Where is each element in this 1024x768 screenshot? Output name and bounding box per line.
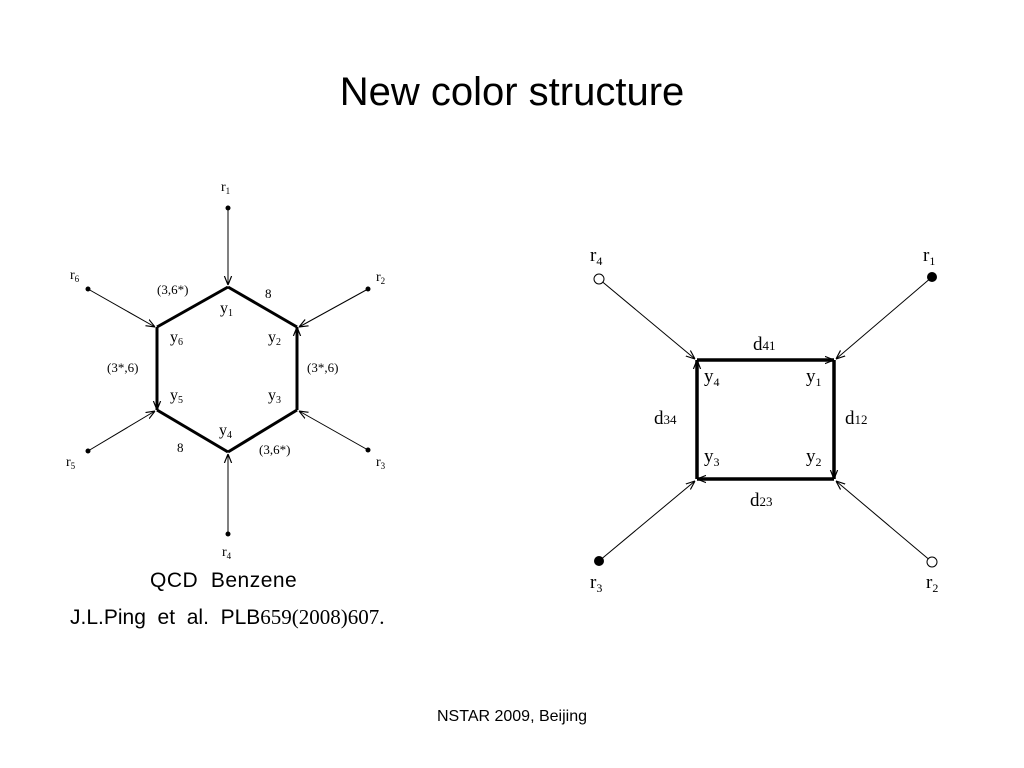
hex-label-r6: r6 <box>70 268 80 284</box>
sq-edge-label-d12: d12 <box>845 408 868 429</box>
square-diagram: r4 r1 r3 r2 y4 y1 y3 y2 d41 d12 d23 d34 <box>590 245 938 595</box>
hex-label-r5: r5 <box>66 455 76 471</box>
hex-label-r2: r2 <box>376 270 385 286</box>
hex-label-r3: r3 <box>376 455 386 471</box>
sq-node-r4 <box>593 273 605 285</box>
hex-node-r3 <box>365 447 371 453</box>
sq-vertex-y1: y1 <box>806 366 822 389</box>
sq-node-r3 <box>594 556 604 566</box>
slide-title: New color structure <box>339 70 685 114</box>
sq-line-r2 <box>836 481 933 563</box>
hex-vertex-y4: y4 <box>219 422 232 441</box>
hex-edge-y4-y5 <box>156 408 229 454</box>
hex-line-r3 <box>299 411 369 451</box>
sq-line-r3 <box>598 481 695 562</box>
hex-line-r2 <box>299 288 369 327</box>
hex-vertex-y5: y5 <box>170 387 183 406</box>
sq-edge-label-d34: d34 <box>654 408 677 429</box>
sq-edge-label-d41: d41 <box>753 334 776 355</box>
hex-node-r2 <box>365 286 371 292</box>
hex-line-r6 <box>87 288 155 327</box>
hex-vertex-y1: y1 <box>220 300 233 319</box>
hex-edge-y6-y1 <box>156 285 229 329</box>
hex-node-r1 <box>225 205 231 211</box>
hex-edge-label-y1-y2: 8 <box>265 286 272 301</box>
reference-tail: 659(2008)607. <box>260 605 385 629</box>
sq-label-r4: r4 <box>590 245 602 268</box>
sq-line-r4 <box>598 278 695 359</box>
hexagon-caption: QCD Benzene <box>150 569 298 592</box>
hex-label-r1: r1 <box>221 180 230 196</box>
hex-edge-label-y3-y4: (3,6*) <box>259 442 290 457</box>
hex-vertex-y6: y6 <box>170 329 183 348</box>
hex-edge-label-y2-y3: (3*,6) <box>307 360 338 375</box>
hex-edge-y1-y2 <box>227 285 298 329</box>
sq-vertex-y4: y4 <box>704 366 720 389</box>
hex-node-r6 <box>85 286 91 292</box>
sq-node-r1 <box>927 272 937 282</box>
hex-vertex-y3: y3 <box>268 387 281 406</box>
hex-node-r5 <box>85 448 91 454</box>
hex-line-r5 <box>87 411 155 452</box>
hex-edge-y3-y4 <box>227 408 298 454</box>
hexagon-diagram: r1 r2 r3 r4 r5 r6 y1 y2 y3 y4 y5 y6 8 (3… <box>66 180 386 561</box>
hex-edge-label-y5-y6: (3*,6) <box>107 360 138 375</box>
sq-label-r3: r3 <box>590 572 602 595</box>
hexagon-reference: J.L.Ping et al. PLB659(2008)607. <box>70 605 385 630</box>
sq-node-r2 <box>926 556 938 568</box>
hex-label-r4: r4 <box>222 545 232 561</box>
slide-footer: NSTAR 2009, Beijing <box>437 708 587 725</box>
reference-head: J.L.Ping et al. PLB <box>70 606 261 629</box>
hex-edge-label-y4-y5: 8 <box>177 440 184 455</box>
sq-label-r1: r1 <box>923 245 935 268</box>
sq-vertex-y3: y3 <box>704 446 720 469</box>
hex-edge-label-y6-y1: (3,6*) <box>157 282 188 297</box>
sq-edge-label-d23: d23 <box>750 490 773 511</box>
hex-vertex-y2: y2 <box>268 329 281 348</box>
sq-line-r1 <box>836 276 933 359</box>
sq-vertex-y2: y2 <box>806 446 822 469</box>
hex-node-r4 <box>225 531 231 537</box>
sq-label-r2: r2 <box>926 572 938 595</box>
